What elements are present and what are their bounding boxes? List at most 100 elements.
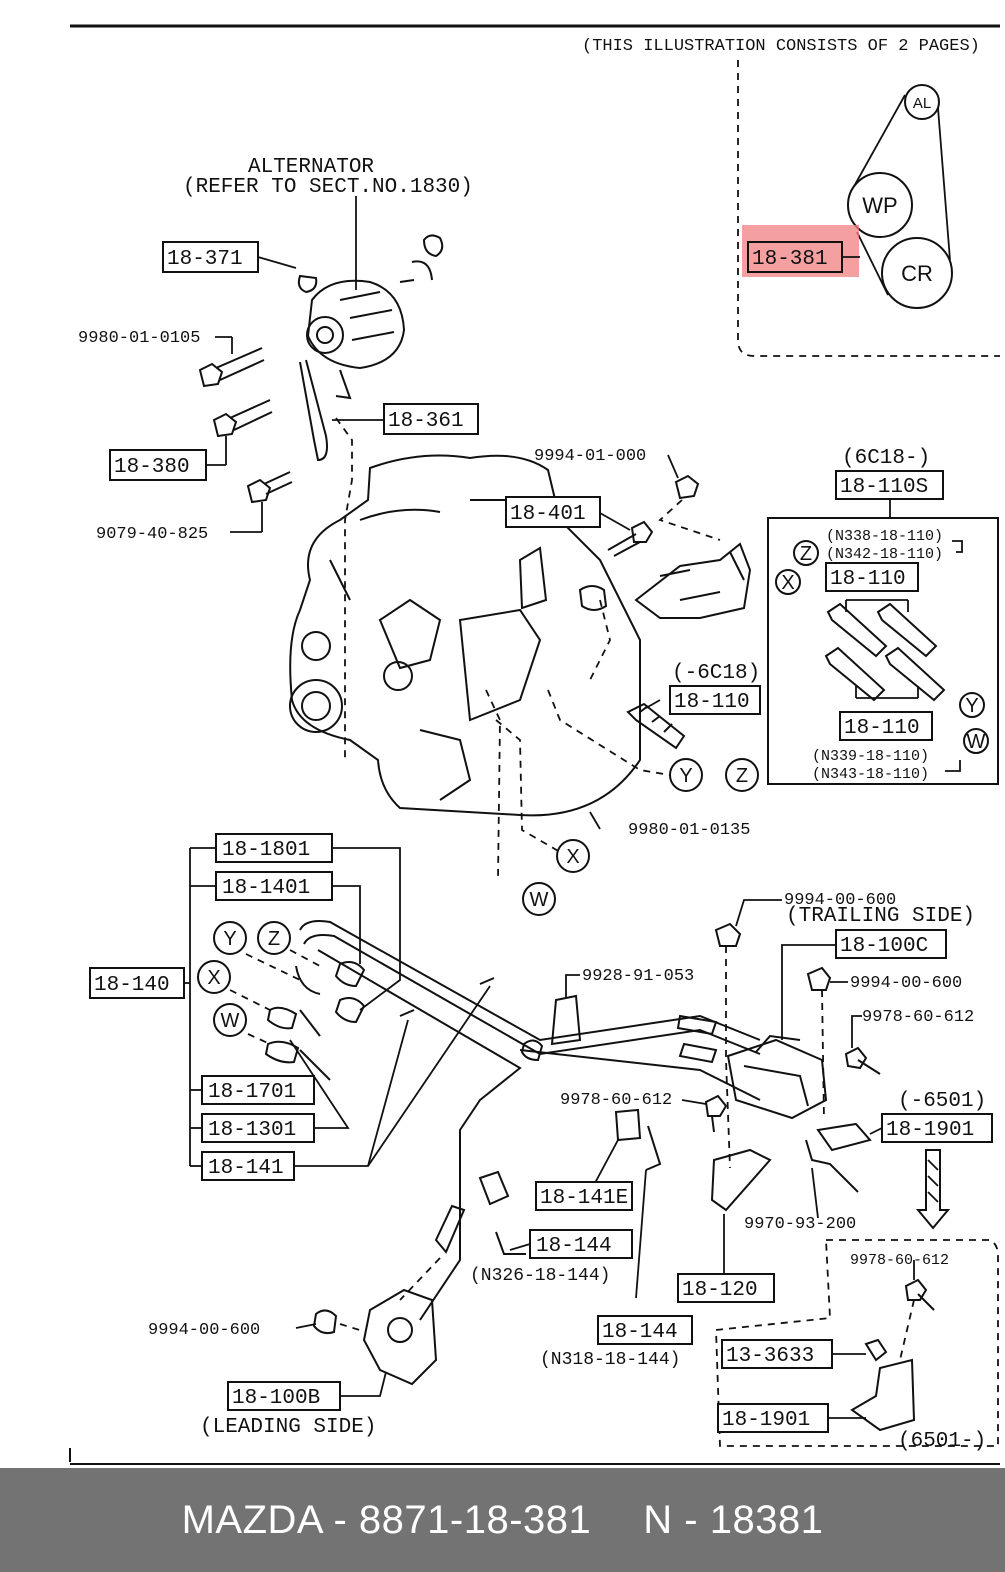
alternator-ref: (REFER TO SECT.NO.1830) [183, 176, 473, 199]
label-18-141e: 18-141E [540, 1187, 628, 1210]
marker-x-1: X [775, 569, 801, 595]
bolt-9978-60-612-a [704, 1094, 728, 1133]
marker-y-3: Y [213, 921, 247, 955]
marker-z-2: Z [725, 758, 759, 792]
label-18-140: 18-140 [94, 974, 170, 997]
parts-diagram: (THIS ILLUSTRATION CONSISTS OF 2 PAGES) … [69, 24, 1000, 1465]
label-9980-01-0135: 9980-01-0135 [628, 821, 750, 840]
marker-w-1: W [963, 728, 989, 754]
box-18-361[interactable] [383, 403, 479, 435]
label-18-1701: 18-1701 [208, 1081, 296, 1104]
bolt-9978-60-612-b [844, 1046, 881, 1075]
box-18-140[interactable] [89, 967, 185, 999]
label-6c18-end: (-6C18) [672, 662, 760, 685]
bracket-6501 [850, 1278, 935, 1432]
svg-text:W: W [530, 889, 549, 911]
label-18-381: 18-381 [752, 248, 828, 271]
bolt-18-380 [212, 399, 273, 438]
marker-z-1: Z [793, 540, 819, 566]
box-18-1901-b[interactable] [717, 1403, 829, 1433]
svg-text:AL: AL [913, 95, 931, 112]
label-n326: (N326-18-144) [470, 1266, 610, 1286]
dashed-leaders-lower [229, 946, 915, 1361]
box-18-120[interactable] [677, 1273, 775, 1303]
svg-text:Y: Y [223, 928, 236, 950]
box-18-1301[interactable] [201, 1113, 315, 1143]
label-9994-01-000: 9994-01-000 [534, 447, 646, 466]
clip-18-144 [495, 1231, 526, 1255]
box-18-1401[interactable] [215, 871, 333, 901]
belt-inset-frame [737, 60, 1000, 357]
label-18-100b: 18-100B [232, 1387, 320, 1410]
box-18-141e[interactable] [535, 1181, 633, 1211]
footer-brand-part-number: MAZDA - 8871-18-381 [181, 1497, 592, 1542]
footer-bar: MAZDA - 8871-18-381 N - 18381 [0, 1468, 1005, 1572]
label-18-110-c: 18-110 [844, 717, 920, 740]
label-6501-plus: (6501-) [898, 1430, 986, 1453]
label-9978-60-612-a: 9978-60-612 [560, 1091, 672, 1110]
bracket-18-120 [710, 1148, 772, 1212]
label-9978-60-612-c: 9978-60-612 [850, 1252, 949, 1269]
svg-text:Y: Y [679, 765, 692, 787]
box-18-141[interactable] [201, 1151, 295, 1181]
box-18-380[interactable] [109, 449, 207, 481]
label-18-361: 18-361 [388, 410, 464, 433]
bolt-9980-01-0105 [198, 347, 265, 388]
svg-text:CR: CR [901, 261, 933, 286]
box-18-100b[interactable] [227, 1381, 341, 1411]
spark-plugs-set [824, 599, 946, 702]
svg-text:WP: WP [862, 193, 897, 218]
label-18-1401: 18-1401 [222, 877, 310, 900]
label-18-110s: 18-110S [840, 476, 928, 499]
label-n342: (N342-18-110) [826, 546, 943, 563]
marker-y-1: Y [959, 692, 985, 718]
svg-text:Z: Z [736, 765, 748, 787]
label-6501-minus: (-6501) [898, 1090, 986, 1113]
label-n343: (N343-18-110) [812, 766, 929, 783]
label-9980-01-0105: 9980-01-0105 [78, 329, 200, 348]
marker-w-2: W [522, 882, 556, 916]
label-9970-93-200: 9970-93-200 [744, 1215, 856, 1234]
nut-9994-00-600-leading [312, 1309, 338, 1335]
box-18-144-a[interactable] [529, 1229, 633, 1259]
label-n339: (N339-18-110) [812, 748, 929, 765]
marker-z-3: Z [257, 921, 291, 955]
box-18-144-b[interactable] [597, 1315, 693, 1345]
box-18-401[interactable] [505, 496, 601, 528]
svg-text:Z: Z [268, 928, 280, 950]
box-18-110-c[interactable] [839, 711, 933, 741]
label-n338: (N338-18-110) [826, 528, 943, 545]
box-18-110s[interactable] [835, 470, 944, 500]
box-18-1801[interactable] [215, 833, 333, 863]
svg-text:Z: Z [800, 543, 812, 565]
bolt-9079-40-825 [246, 471, 293, 504]
box-13-3633[interactable] [721, 1339, 833, 1369]
alternator-title: ALTERNATOR [248, 156, 374, 179]
label-13-3633: 13-3633 [726, 1345, 814, 1368]
label-18-1901-a: 18-1901 [886, 1119, 974, 1142]
marker-x-2: X [556, 839, 590, 873]
alternator-drawing [297, 234, 444, 462]
box-18-1901-a[interactable] [881, 1113, 993, 1143]
label-18-141: 18-141 [208, 1157, 284, 1180]
label-9928-91-053: 9928-91-053 [582, 967, 694, 986]
marker-y-2: Y [669, 758, 703, 792]
box-18-100c[interactable] [835, 929, 947, 959]
box-18-1701[interactable] [201, 1075, 315, 1105]
canister-18-100b [362, 1204, 466, 1386]
svg-text:X: X [207, 967, 220, 989]
label-18-120: 18-120 [682, 1279, 758, 1302]
label-18-110-a: 18-110 [830, 568, 906, 591]
nut-9994-01-000 [674, 474, 700, 500]
box-18-371[interactable] [162, 241, 259, 273]
label-9978-60-612-b: 9978-60-612 [862, 1008, 974, 1027]
svg-text:W: W [967, 731, 986, 753]
highlight-overlay [742, 225, 859, 277]
label-9994-00-600-leading: 9994-00-600 [148, 1321, 260, 1340]
label-18-110-b: 18-110 [674, 691, 750, 714]
spark-plug-box [767, 517, 999, 785]
label-18-1901-b: 18-1901 [722, 1409, 810, 1432]
box-18-110-a[interactable] [825, 562, 919, 592]
wiring-harness [264, 920, 761, 1321]
box-18-110-b[interactable] [669, 685, 761, 715]
